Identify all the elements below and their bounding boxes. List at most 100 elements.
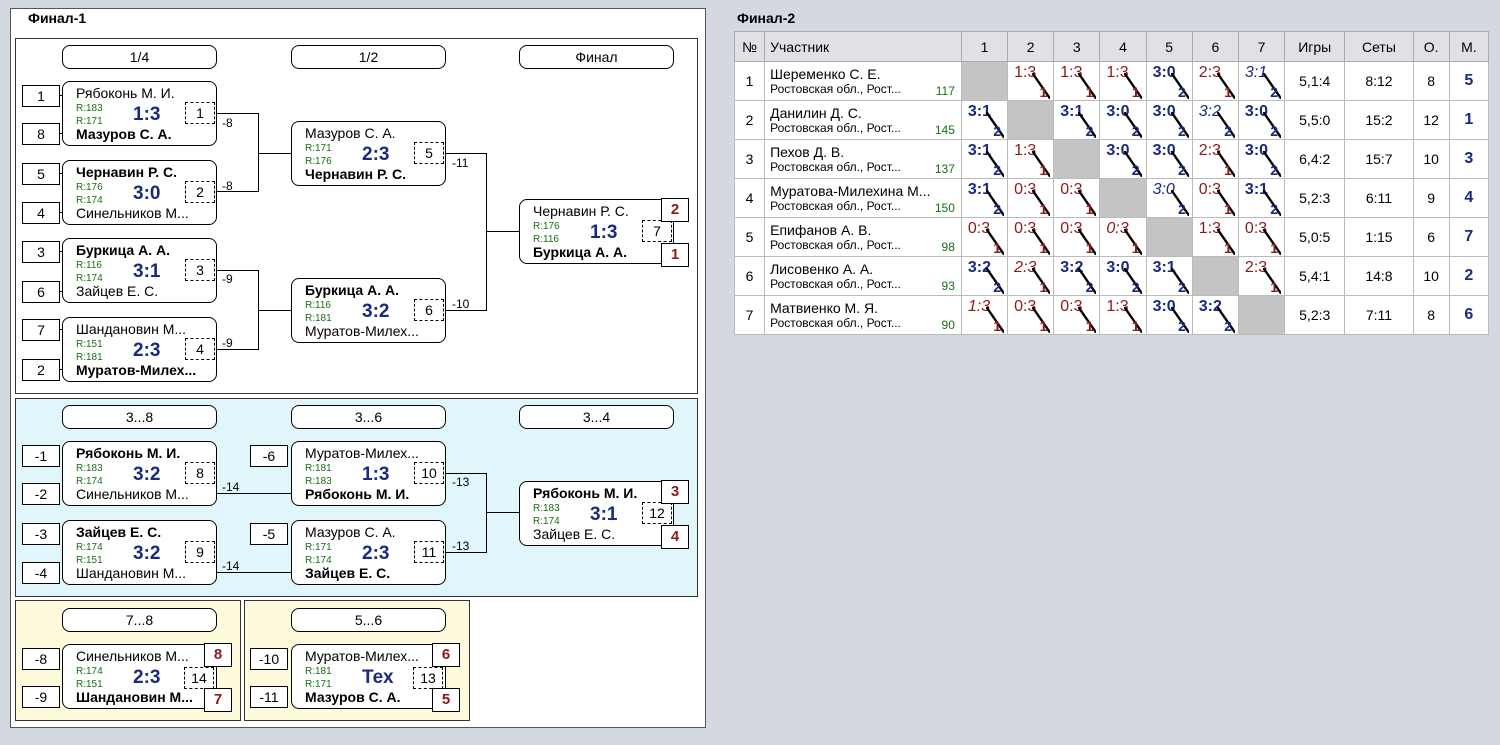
slash-divider (1078, 112, 1097, 138)
row-number: 4 (733, 178, 766, 218)
participant-cell[interactable]: Пехов Д. В.Ростовская обл., Рост...137 (764, 139, 962, 179)
match-card[interactable]: Буркица А. А. R:116 R:174 3:1 3 Зайцев Е… (62, 238, 217, 303)
player-1-name: Шандановин М... (76, 321, 187, 337)
participant-cell[interactable]: Епифанов А. В.Ростовская обл., Рост...98 (764, 217, 962, 257)
result-score: 1:3 (1014, 64, 1037, 81)
participant-cell[interactable]: Шеременко С. Е.Ростовская обл., Рост...1… (764, 61, 962, 101)
participant-region: Ростовская обл., Рост... (770, 199, 901, 213)
match-card[interactable]: Рябоконь М. И. R:183 R:174 3:1 12 Зайцев… (519, 481, 674, 546)
row-number: 1 (733, 61, 766, 101)
result-points: 2 (1177, 201, 1186, 217)
match-card[interactable]: Чернавин Р. С. R:176 R:116 1:3 7 Буркица… (519, 199, 674, 264)
result-score: 3:1 (1152, 259, 1176, 276)
participant-cell[interactable]: Данилин Д. С.Ростовская обл., Рост...145 (764, 100, 962, 140)
result-score: 2:3 (1198, 64, 1221, 81)
result-score: 3:0 (1152, 64, 1176, 81)
player-1-rating: R:176 (76, 182, 103, 193)
participant-cell[interactable]: Матвиенко М. Я.Ростовская обл., Рост...9… (764, 295, 962, 335)
player-2-name: Синельников М... (76, 205, 189, 221)
participant-cell[interactable]: Лисовенко А. А.Ростовская обл., Рост...9… (764, 256, 962, 296)
participant-region: Ростовская обл., Рост... (770, 316, 901, 330)
match-card[interactable]: Мазуров С. А. R:171 R:174 2:3 11 Зайцев … (291, 520, 446, 585)
match-card[interactable]: Муратов-Милех... R:181 R:183 1:3 10 Рябо… (291, 441, 446, 506)
match-card[interactable]: Шандановин М... R:151 R:181 2:3 4 Мурато… (62, 317, 217, 382)
result-points: 2 (1177, 279, 1186, 295)
match-card[interactable]: Буркица А. А. R:116 R:181 3:2 6 Муратов-… (291, 278, 446, 343)
match-card[interactable]: Мазуров С. А. R:171 R:176 2:3 5 Чернавин… (291, 121, 446, 186)
seed-box: 8 (22, 123, 60, 145)
match-card[interactable]: Зайцев Е. С. R:174 R:151 3:2 9 Шанданови… (62, 520, 217, 585)
seed-box: -6 (250, 445, 288, 467)
participant-cell[interactable]: Муратова-Милехина М...Ростовская обл., Р… (764, 178, 962, 218)
match-card[interactable]: Синельников М... R:174 R:151 2:3 14 Шанд… (62, 644, 217, 709)
match-number: 8 (185, 462, 215, 484)
games-cell: 5,1:4 (1284, 61, 1346, 101)
match-card[interactable]: Муратов-Милех... R:181 R:171 Тех 13 Мазу… (291, 644, 446, 709)
player-1-name: Зайцев Е. С. (76, 524, 162, 540)
col-header: 2 (1007, 31, 1055, 62)
slash-divider (1262, 112, 1281, 138)
player-2-name: Муратов-Милех... (76, 362, 197, 378)
slash-divider (1170, 307, 1189, 333)
games-cell: 5,0:5 (1284, 217, 1346, 257)
slash-divider (1124, 151, 1143, 177)
participant-region: Ростовская обл., Рост... (770, 160, 901, 174)
col-header: 6 (1191, 31, 1239, 62)
place-badge: 3 (661, 480, 689, 504)
match-number: 11 (414, 541, 444, 563)
seed-box: 3 (22, 241, 60, 263)
result-score: 1:3 (967, 298, 991, 315)
slash-divider (1078, 190, 1097, 216)
player-1-rating: R:183 (76, 103, 103, 114)
match-card[interactable]: Рябоконь М. И. R:183 R:174 3:2 8 Синельн… (62, 441, 217, 506)
sets-cell: 1:15 (1344, 217, 1414, 257)
match-card[interactable]: Чернавин Р. С. R:176 R:174 3:0 2 Синельн… (62, 160, 217, 225)
match-card[interactable]: Рябоконь М. И. R:183 R:171 1:3 1 Мазуров… (62, 81, 217, 146)
result-points: 1 (1039, 201, 1048, 217)
round-header-7-8: 7...8 (62, 608, 217, 632)
